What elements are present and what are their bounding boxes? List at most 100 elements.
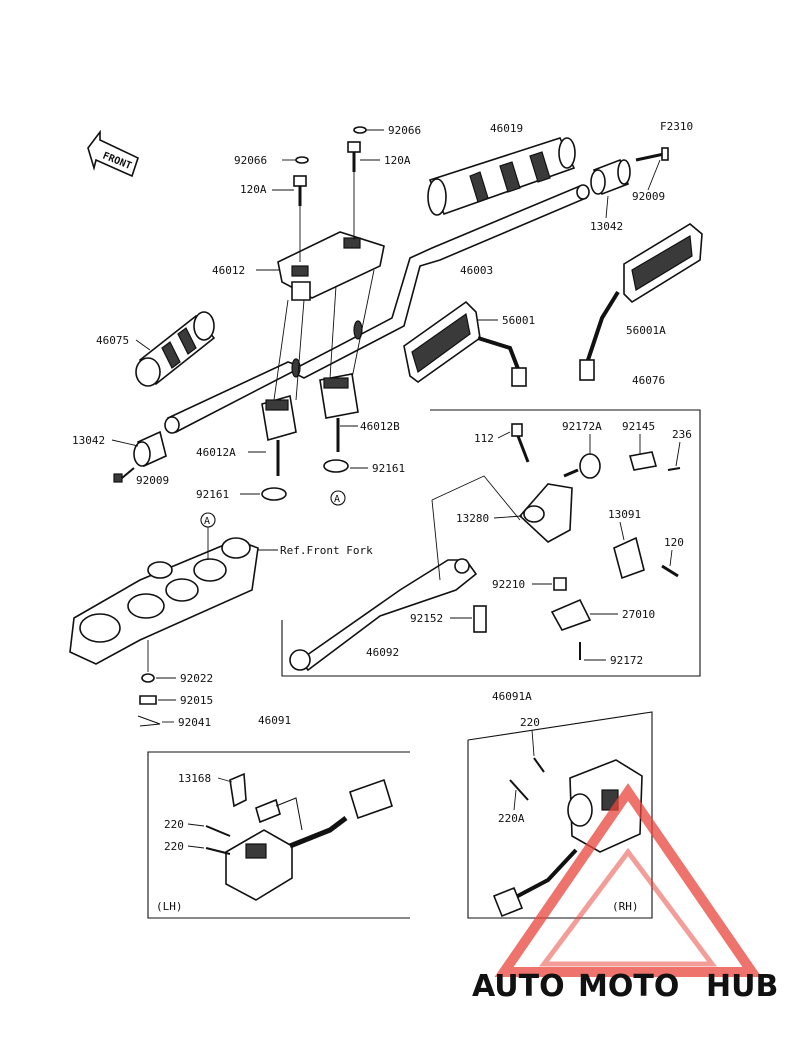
label-13091: 13091	[608, 508, 641, 521]
label-220a-rh: 220A	[498, 812, 525, 825]
label-92066: 92066	[234, 154, 267, 167]
screw-220-lh-1	[205, 825, 231, 837]
label-236: 236	[672, 428, 692, 441]
label-92009: 92009	[136, 474, 169, 487]
label-92172: 92172	[610, 654, 643, 667]
nut-92015	[139, 695, 157, 705]
label-92009-top: 92009	[632, 190, 665, 203]
switch-box-rh	[467, 711, 653, 919]
warning-triangle-icon	[494, 783, 762, 977]
upper-holder-46012	[277, 231, 385, 301]
screw-220a-rh	[509, 779, 529, 801]
label-46092: 46092	[366, 646, 399, 659]
label-46003: 46003	[460, 264, 493, 277]
label-92210: 92210	[492, 578, 525, 591]
right-grip-46019	[427, 137, 576, 216]
label-92066-top: 92066	[388, 124, 421, 137]
adjuster-92172a	[563, 453, 601, 479]
label-46019: 46019	[490, 122, 523, 135]
front-direction-arrow-icon: FRONT	[87, 129, 139, 178]
label-92161-right: 92161	[372, 462, 405, 475]
watermark-text-hub: HUB	[706, 969, 778, 1004]
label-46012b: 46012B	[360, 420, 400, 433]
bolt-120a-left	[293, 175, 307, 206]
mirror-right-56001a	[579, 223, 703, 381]
label-220-lh-1: 220	[164, 818, 184, 831]
screw-220-lh-2	[205, 847, 231, 855]
washer-92022	[141, 673, 155, 683]
label-120: 120	[664, 536, 684, 549]
figure-code: F2310	[660, 120, 693, 133]
damper-92161-right	[323, 459, 349, 473]
switch-box-lh	[147, 751, 410, 919]
master-cylinder-13280	[518, 483, 573, 543]
label-46012a: 46012A	[196, 446, 236, 459]
marker-a-2: A	[200, 512, 216, 528]
bolt-120a-right	[347, 141, 361, 172]
label-92152: 92152	[410, 612, 443, 625]
svg-text:A: A	[334, 494, 340, 505]
label-13168: 13168	[178, 772, 211, 785]
bar-end-bolt-92009	[635, 147, 669, 162]
left-grip-46075	[135, 311, 216, 387]
label-92022: 92022	[180, 672, 213, 685]
part-labels: 46019 92066 92066 120A 120A 92009 13042 …	[72, 122, 692, 913]
label-92015: 92015	[180, 694, 213, 707]
label-120a: 120A	[240, 183, 267, 196]
bolt-112	[511, 423, 530, 463]
label-46091a: 46091A	[492, 690, 532, 703]
mirror-left-56001	[403, 300, 527, 387]
damper-92161-left	[261, 487, 287, 501]
label-13280: 13280	[456, 512, 489, 525]
label-56001: 56001	[502, 314, 535, 327]
handlebar-switch-rh-46091a	[492, 759, 643, 918]
label-112: 112	[474, 432, 494, 445]
watermark-text-auto: AUTO	[472, 969, 565, 1004]
left-bar-end-bolt-92009	[113, 467, 135, 483]
assembly-link-lines	[431, 475, 521, 521]
cotter-pin-92041	[137, 715, 161, 727]
left-bar-end-weight-13042	[133, 430, 167, 468]
label-ref-front-fork: Ref.Front Fork	[280, 544, 373, 557]
label-220-rh: 220	[520, 716, 540, 729]
marker-a-1: A	[330, 490, 346, 506]
label-46091: 46091	[258, 714, 291, 727]
label-46076: 46076	[632, 374, 665, 387]
label-13042: 13042	[72, 434, 105, 447]
bar-end-weight-13042	[590, 158, 631, 196]
lower-holder-46012a	[261, 394, 297, 476]
label-92145: 92145	[622, 420, 655, 433]
alignment-lines	[273, 172, 375, 401]
washer-92066-left	[295, 156, 309, 164]
watermark-text-moto: MOTO	[578, 969, 679, 1004]
label-46012: 46012	[212, 264, 245, 277]
screw-236	[667, 467, 681, 471]
nut-92210	[553, 577, 567, 591]
watermark-logo	[494, 783, 762, 977]
label-120a-top: 120A	[384, 154, 411, 167]
label-92172a: 92172A	[562, 420, 602, 433]
label-46075: 46075	[96, 334, 129, 347]
svg-text:A: A	[204, 516, 210, 527]
lower-holder-46012b	[319, 373, 359, 452]
upper-triple-clamp	[69, 527, 259, 665]
switch-27010	[550, 598, 592, 631]
screw-220-rh	[533, 757, 545, 773]
washer-92066-right	[353, 126, 367, 134]
label-56001a: 56001A	[626, 324, 666, 337]
label-lh: (LH)	[156, 900, 183, 913]
label-92041: 92041	[178, 716, 211, 729]
clip-13168	[229, 772, 247, 808]
clutch-lever-46092	[289, 558, 478, 672]
assembly-box-46076	[281, 409, 701, 677]
label-220-lh-2: 220	[164, 840, 184, 853]
label-92161-left: 92161	[196, 488, 229, 501]
collar-92152	[473, 605, 487, 633]
clamp-13091	[613, 536, 645, 580]
label-13042-top: 13042	[590, 220, 623, 233]
label-27010: 27010	[622, 608, 655, 621]
plate-92145	[628, 451, 658, 471]
bolt-120	[661, 564, 679, 578]
